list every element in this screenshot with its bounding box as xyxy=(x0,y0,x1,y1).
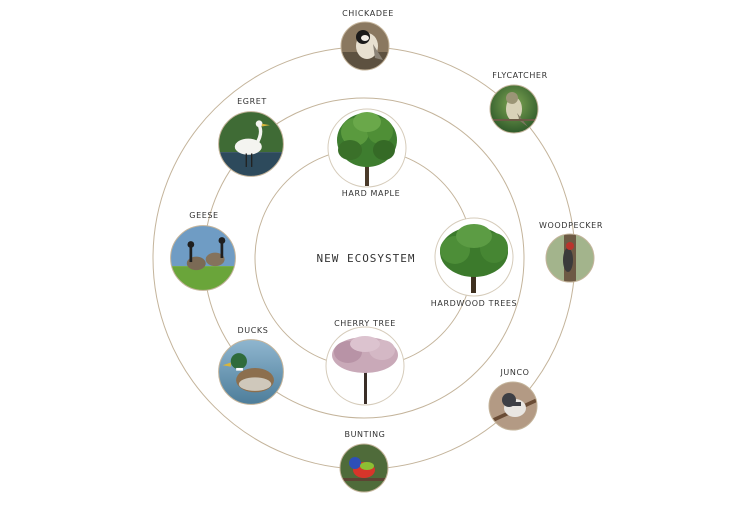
bird-node-woodpecker: WOODPECKER xyxy=(539,221,603,283)
bird-node-bunting: BUNTING xyxy=(339,430,389,493)
maple-tree-icon xyxy=(337,112,397,186)
tree-node-hard-maple: HARD MAPLE xyxy=(327,108,407,198)
bird-node-geese: GEESE xyxy=(170,211,236,291)
hardwood-tree-icon xyxy=(440,224,508,293)
woodpecker-photo xyxy=(546,234,594,282)
tree-node-hardwood-trees: HARDWOOD TREES xyxy=(431,217,517,308)
ducks-photo xyxy=(218,339,284,405)
cherry-tree-icon xyxy=(332,336,398,404)
bird-label-geese: GEESE xyxy=(189,211,218,220)
tree-node-cherry-tree: CHERRY TREE xyxy=(325,319,405,406)
bird-node-ducks: DUCKS xyxy=(218,326,284,405)
bird-label-bunting: BUNTING xyxy=(345,430,386,439)
bird-label-junco: JUNCO xyxy=(499,368,529,377)
chickadee-photo xyxy=(341,22,389,70)
bird-label-chickadee: CHICKADEE xyxy=(342,9,394,18)
bird-node-chickadee: CHICKADEE xyxy=(340,9,394,71)
center-label: NEW ECOSYSTEM xyxy=(316,252,415,265)
bird-node-egret: EGRET xyxy=(218,97,284,177)
bunting-photo xyxy=(340,444,388,492)
bird-label-woodpecker: WOODPECKER xyxy=(539,221,603,230)
bird-label-egret: EGRET xyxy=(237,97,267,106)
bird-label-ducks: DUCKS xyxy=(238,326,269,335)
junco-photo xyxy=(489,382,537,430)
tree-label-hardwood-trees: HARDWOOD TREES xyxy=(431,299,517,308)
bird-node-flycatcher: FLYCATCHER xyxy=(489,71,548,134)
tree-label-hard-maple: HARD MAPLE xyxy=(342,189,400,198)
flycatcher-photo xyxy=(490,85,538,133)
bird-node-junco: JUNCO xyxy=(488,368,538,431)
tree-label-cherry-tree: CHERRY TREE xyxy=(334,319,396,328)
bird-label-flycatcher: FLYCATCHER xyxy=(492,71,548,80)
